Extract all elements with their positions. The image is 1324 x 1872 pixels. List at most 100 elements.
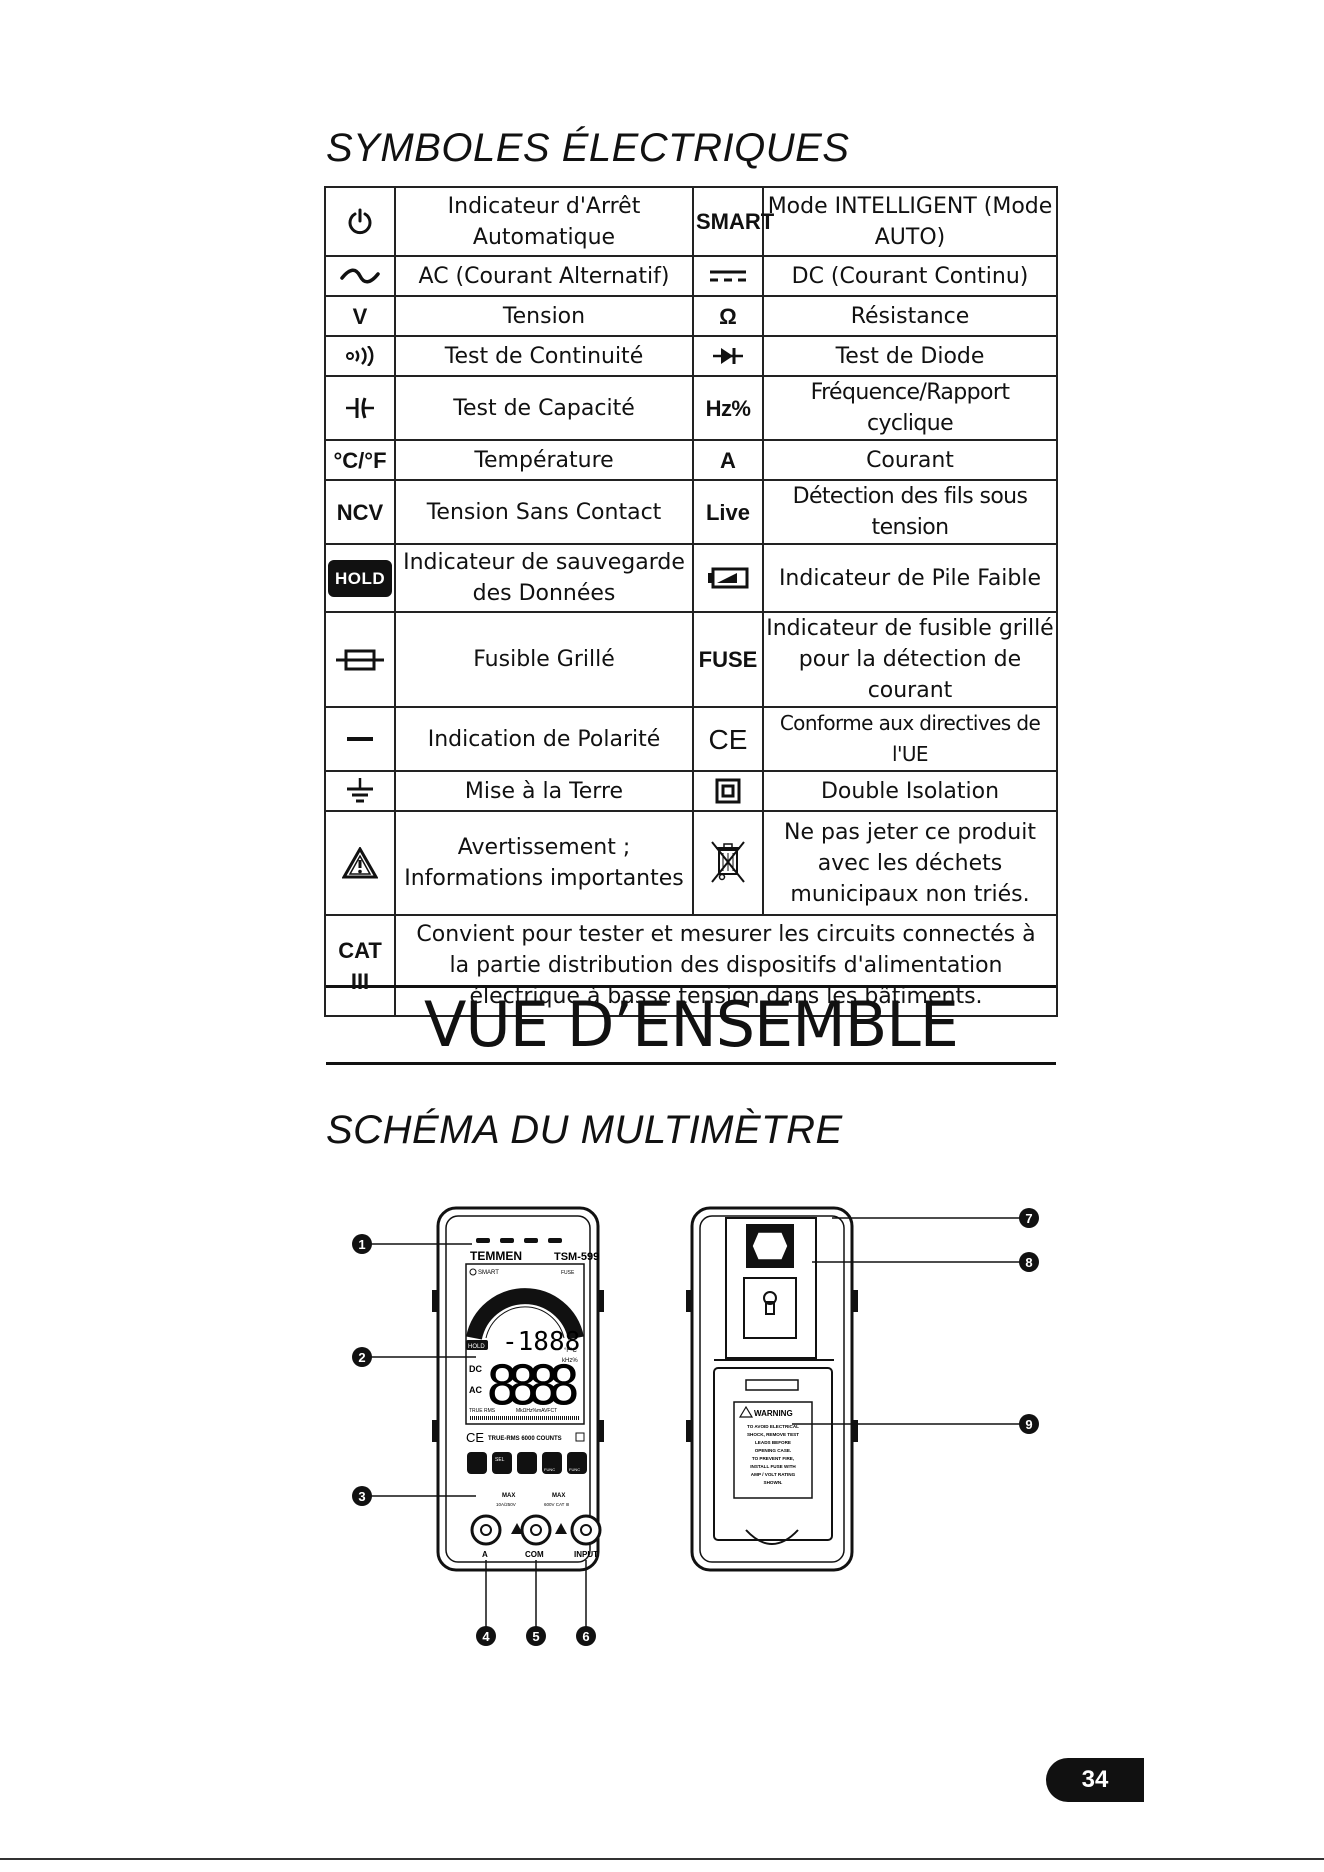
smart-icon: SMART	[692, 186, 774, 257]
table-row: CAT III Convient pour tester et mesurer …	[324, 914, 1058, 1017]
symbol-label: Conforme aux directives de l'UE	[762, 706, 1058, 772]
svg-text:AMP / VOLT RATING: AMP / VOLT RATING	[751, 1472, 796, 1477]
model-name: TSM-599	[554, 1251, 599, 1263]
symbol-label: Fusible Grillé	[394, 611, 694, 708]
warning-label-title: WARNING	[754, 1409, 793, 1418]
live-icon: Live	[692, 479, 764, 545]
low-battery-icon	[692, 543, 764, 613]
callout-7: 7	[1025, 1211, 1032, 1226]
jack-input[interactable]	[570, 1514, 602, 1546]
weee-bin-icon	[692, 810, 764, 916]
symbol-label: Tension	[394, 295, 694, 337]
power-button[interactable]	[467, 1452, 487, 1474]
lcd-fuse: FUSE	[561, 1270, 575, 1276]
table-row: HOLD Indicateur de sauvegarde des Donnée…	[324, 543, 1058, 613]
svg-text:LEADS BEFORE: LEADS BEFORE	[755, 1440, 791, 1445]
temperature-icon: °C/°F	[324, 439, 396, 481]
symbol-label: AC (Courant Alternatif)	[394, 255, 694, 297]
table-row: Test de Capacité Hz% Fréquence/Rapport c…	[324, 375, 1058, 441]
lcd-units-row: MkΩHz%mAVFCT	[516, 1408, 557, 1414]
svg-text:INSTALL FUSE WITH: INSTALL FUSE WITH	[750, 1464, 796, 1469]
func-left-button[interactable]	[542, 1452, 562, 1474]
symbol-label: Détection des fils sous tension	[762, 479, 1058, 545]
power-off-icon	[324, 186, 396, 257]
max-rating-a: 10A/250V	[496, 1502, 516, 1507]
diode-icon	[692, 335, 764, 377]
ac-wave-icon	[324, 255, 396, 297]
true-rms-label: TRUE-RMS 6000 COUNTS	[488, 1436, 562, 1442]
symbol-label: Fréquence/Rapport cyclique	[762, 375, 1058, 441]
table-row: Indication de Polarité CE Conforme aux d…	[324, 706, 1058, 772]
ground-icon	[324, 770, 396, 812]
double-insulation-icon	[692, 770, 764, 812]
hold-icon: HOLD	[324, 543, 396, 613]
symbol-label: Test de Continuité	[394, 335, 694, 377]
symbol-label: Test de Capacité	[394, 375, 694, 441]
sel-label: SEL	[495, 1457, 505, 1463]
sel-button[interactable]	[492, 1452, 512, 1474]
lcd-smart: SMART	[478, 1270, 499, 1276]
hz-percent-icon: Hz%	[692, 375, 764, 441]
ampere-icon: A	[692, 439, 764, 481]
symbol-label: Double Isolation	[762, 770, 1058, 812]
multimeter-diagram: TEMMEN TSM-599 SMART FUSE -1888 HOLD °F°…	[352, 1206, 1039, 1646]
svg-text:TO PREVENT FIRE,: TO PREVENT FIRE,	[752, 1456, 794, 1461]
callout-leaders	[362, 1217, 1028, 1630]
polarity-icon	[324, 706, 396, 772]
symbol-label: Indicateur de Pile Faible	[762, 543, 1058, 613]
table-row: °C/°F Température A Courant	[324, 439, 1058, 481]
symbol-label: Courant	[762, 439, 1058, 481]
ohm-icon: Ω	[692, 295, 764, 337]
callout-2: 2	[358, 1350, 365, 1365]
svg-text:TO AVOID ELECTRICAL: TO AVOID ELECTRICAL	[747, 1424, 799, 1429]
lcd-hold: HOLD	[468, 1344, 485, 1350]
overview-title: VUE D’ENSEMBLE	[424, 988, 959, 1061]
func-label-left: FUNC	[544, 1467, 555, 1472]
symbol-label: Mise à la Terre	[394, 770, 694, 812]
page-bottom-border	[0, 1858, 1324, 1860]
table-row: V Tension Ω Résistance	[324, 295, 1058, 337]
symbol-label: Indicateur de fusible grillé pour la dét…	[762, 611, 1058, 708]
symbol-label: Avertissement ; Informations importantes	[394, 810, 694, 916]
capacitor-icon	[324, 375, 396, 441]
front-buttons: SEL FUNC FUNC	[467, 1452, 587, 1474]
lcd-unit-c: °F°C	[564, 1348, 577, 1354]
svg-text:SHOWN.: SHOWN.	[764, 1480, 783, 1485]
cat-iii-description: Convient pour tester et mesurer les circ…	[394, 914, 1058, 1017]
page-number: 34	[1046, 1758, 1144, 1802]
table-row: Mise à la Terre Double Isolation	[324, 770, 1058, 812]
callout-9: 9	[1025, 1417, 1032, 1432]
jack-com[interactable]	[520, 1514, 552, 1546]
diagram-section-title: SCHÉMA DU MULTIMÈTRE	[326, 1108, 843, 1152]
symbols-section-title: SYMBOLES ÉLECTRIQUES	[326, 126, 850, 170]
continuity-icon	[324, 335, 396, 377]
symbol-label: Indicateur d'Arrêt Automatique	[394, 186, 694, 257]
callout-5: 5	[532, 1629, 539, 1644]
table-row: Indicateur d'Arrêt Automatique SMART Mod…	[324, 186, 1058, 257]
rule-bottom	[326, 1062, 1056, 1065]
ncv-icon: NCV	[324, 479, 396, 545]
jack-a[interactable]	[470, 1514, 502, 1546]
callout-markers: 1 2 3 4 5 6 7 8 9	[352, 1208, 1039, 1646]
lcd-top-digits: -1888	[502, 1327, 580, 1357]
symbol-label: Indication de Polarité	[394, 706, 694, 772]
table-row: NCV Tension Sans Contact Live Détection …	[324, 479, 1058, 545]
callout-4: 4	[482, 1629, 490, 1644]
multimeter-back: WARNING TO AVOID ELECTRICAL SHOCK, REMOV…	[686, 1206, 858, 1572]
symbol-label: Ne pas jeter ce produit avec les déchets…	[762, 810, 1058, 916]
callout-6: 6	[582, 1629, 589, 1644]
fuse-icon: FUSE	[692, 611, 764, 708]
callout-3: 3	[358, 1489, 365, 1504]
multimeter-front: TEMMEN TSM-599 SMART FUSE -1888 HOLD °F°…	[432, 1206, 604, 1572]
func-right-button[interactable]	[567, 1452, 587, 1474]
jack-com-label: COM	[525, 1550, 544, 1559]
electrical-symbols-table: Indicateur d'Arrêt Automatique SMART Mod…	[324, 186, 1058, 1017]
symbol-label: Indicateur de sauvegarde des Données	[394, 543, 694, 613]
max-rating-input: 600V CAT III	[544, 1502, 569, 1507]
hold-button[interactable]	[517, 1452, 537, 1474]
dc-icon	[692, 255, 764, 297]
lcd-true-rms: TRUE RMS	[469, 1408, 496, 1414]
jack-input-label: INPUT	[574, 1550, 598, 1559]
symbol-label: DC (Courant Continu)	[762, 255, 1058, 297]
max-label-a: MAX	[502, 1493, 515, 1499]
